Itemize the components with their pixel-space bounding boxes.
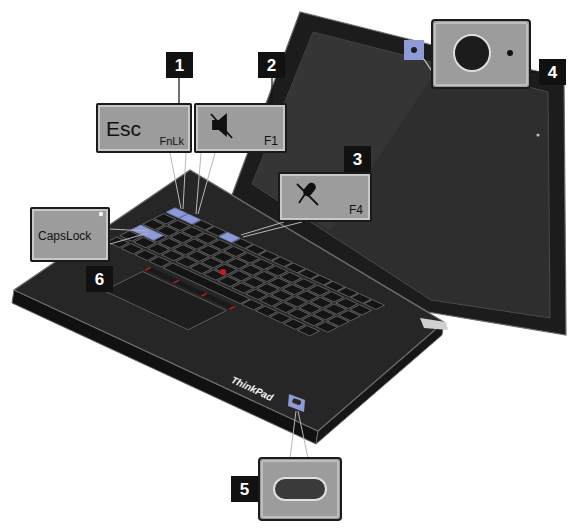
leader-line [110,229,148,231]
trackpoint [220,269,226,275]
trackpad-button-edge [173,280,178,283]
brand-logo-box: ThinkPad [221,369,282,409]
key-callout: CapsLock [30,207,110,262]
key-callout: EscFnLk [96,103,192,153]
hinge [420,318,448,330]
display-lid [232,12,566,335]
leader-line [530,71,539,72]
speaker-symbol [213,115,226,135]
fingerprint-callout [259,458,341,520]
key-name: Esc [106,118,141,139]
trackpad-button-edge [229,306,234,309]
key-secondary: FnLk [160,136,184,147]
leader-line [243,222,302,237]
highlighted-key [131,225,163,240]
capslock-indicator [99,212,103,216]
callout-number-box: 3 [344,146,371,172]
callout-number: 1 [175,57,184,74]
fingerprint-sensor [292,398,302,406]
mute-slash [211,114,232,138]
brand-logo: ThinkPad [229,375,274,403]
camera-indicator [507,50,513,56]
callout-number-box: 2 [258,52,285,78]
key-callout: F1 [194,103,287,153]
mic-mute-icon [297,182,318,205]
callout-number: 4 [548,64,557,81]
highlighted-key [219,232,239,242]
microphone-symbol [303,182,317,196]
key-name: F4 [349,204,363,216]
camera-callout-inner [435,23,527,85]
callout-number: 3 [353,151,362,168]
callout-number-box: 1 [166,52,193,78]
highlighted-key [180,214,200,224]
fingerprint-highlight [288,394,305,412]
camera-lens [411,47,417,53]
key-name: CapsLock [38,230,91,242]
keyboard-key [163,263,250,304]
callout-number-box: 5 [231,476,258,502]
key-name: F1 [264,135,278,147]
callout-number-box: 4 [539,59,566,85]
leader-line [290,411,296,458]
leader-line [271,78,272,103]
leader-line [298,411,308,458]
trackpad-button-edge [201,293,206,296]
fingerprint-reader-large [274,478,326,500]
number-leaders [179,72,539,489]
fingerprint-callout-inner [262,461,338,517]
mic-slash [297,184,318,205]
callout-number: 5 [240,481,249,498]
leader-line [110,233,148,244]
trackpad-button-edge [145,267,150,270]
callout-number: 2 [267,57,276,74]
keyboard-key [298,326,320,336]
base-top [14,170,444,431]
camera-highlight [404,40,424,60]
leader-line [183,153,186,209]
mute-icon [211,114,232,138]
camera-callout [432,20,530,88]
camera-lens-large [454,35,490,71]
key-callout: F4 [278,172,372,222]
leader-line [178,78,179,103]
microphone-stem [299,194,305,203]
callout-number: 6 [95,271,104,288]
callout-number-box: 6 [86,266,113,292]
leader-line [198,153,215,214]
light-sensor [536,133,539,136]
leader-line [170,153,181,209]
